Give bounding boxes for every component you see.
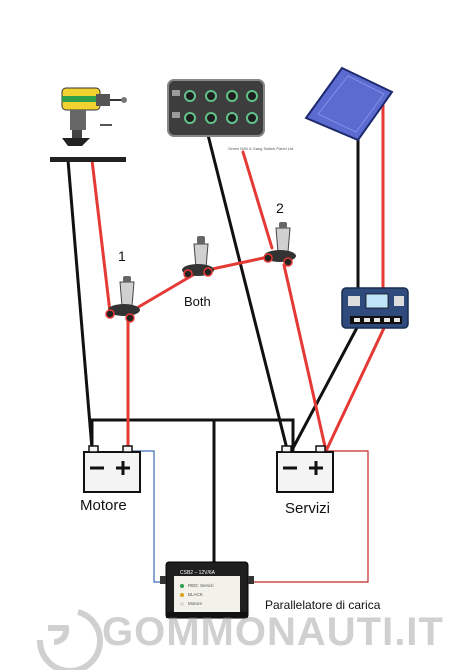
module-line-3: Motore (188, 601, 203, 606)
battery-servizi-label: Servizi (285, 500, 331, 517)
motor-terminal-bar (50, 157, 126, 162)
battery-switch-2 (263, 222, 296, 267)
solar-panel (304, 66, 394, 142)
both-label: Both (184, 294, 211, 309)
switch-1-label: 1 (118, 248, 126, 264)
module-title: CSB2 – 12V/6A (180, 570, 216, 576)
switch-panel (167, 79, 265, 137)
watermark-logo-icon (36, 609, 103, 670)
battery-switch-both (182, 236, 214, 279)
charge-controller (341, 287, 409, 329)
parallel-charger-label: Parallelatore di carica (265, 598, 381, 612)
negative-wires (66, 128, 362, 574)
switch-2-label: 2 (276, 200, 284, 216)
watermark-text: GOMMONAUTI.IT (102, 610, 444, 654)
module-line-1: RED: Servizi (188, 583, 214, 588)
battery-motore-label: Motore (80, 497, 127, 514)
battery-servizi (276, 445, 334, 493)
plus-symbol (116, 461, 130, 475)
plus-symbol (309, 461, 323, 475)
parallel-charger-module (160, 561, 254, 619)
outboard-motor (61, 87, 127, 146)
module-line-2: BLACK (188, 592, 203, 597)
positive-wires (90, 100, 386, 453)
switch-panel-caption: Green NAV 6 Gang Switch Panel Ltd (228, 146, 294, 151)
battery-motore (83, 445, 141, 493)
battery-switch-1 (105, 276, 140, 323)
